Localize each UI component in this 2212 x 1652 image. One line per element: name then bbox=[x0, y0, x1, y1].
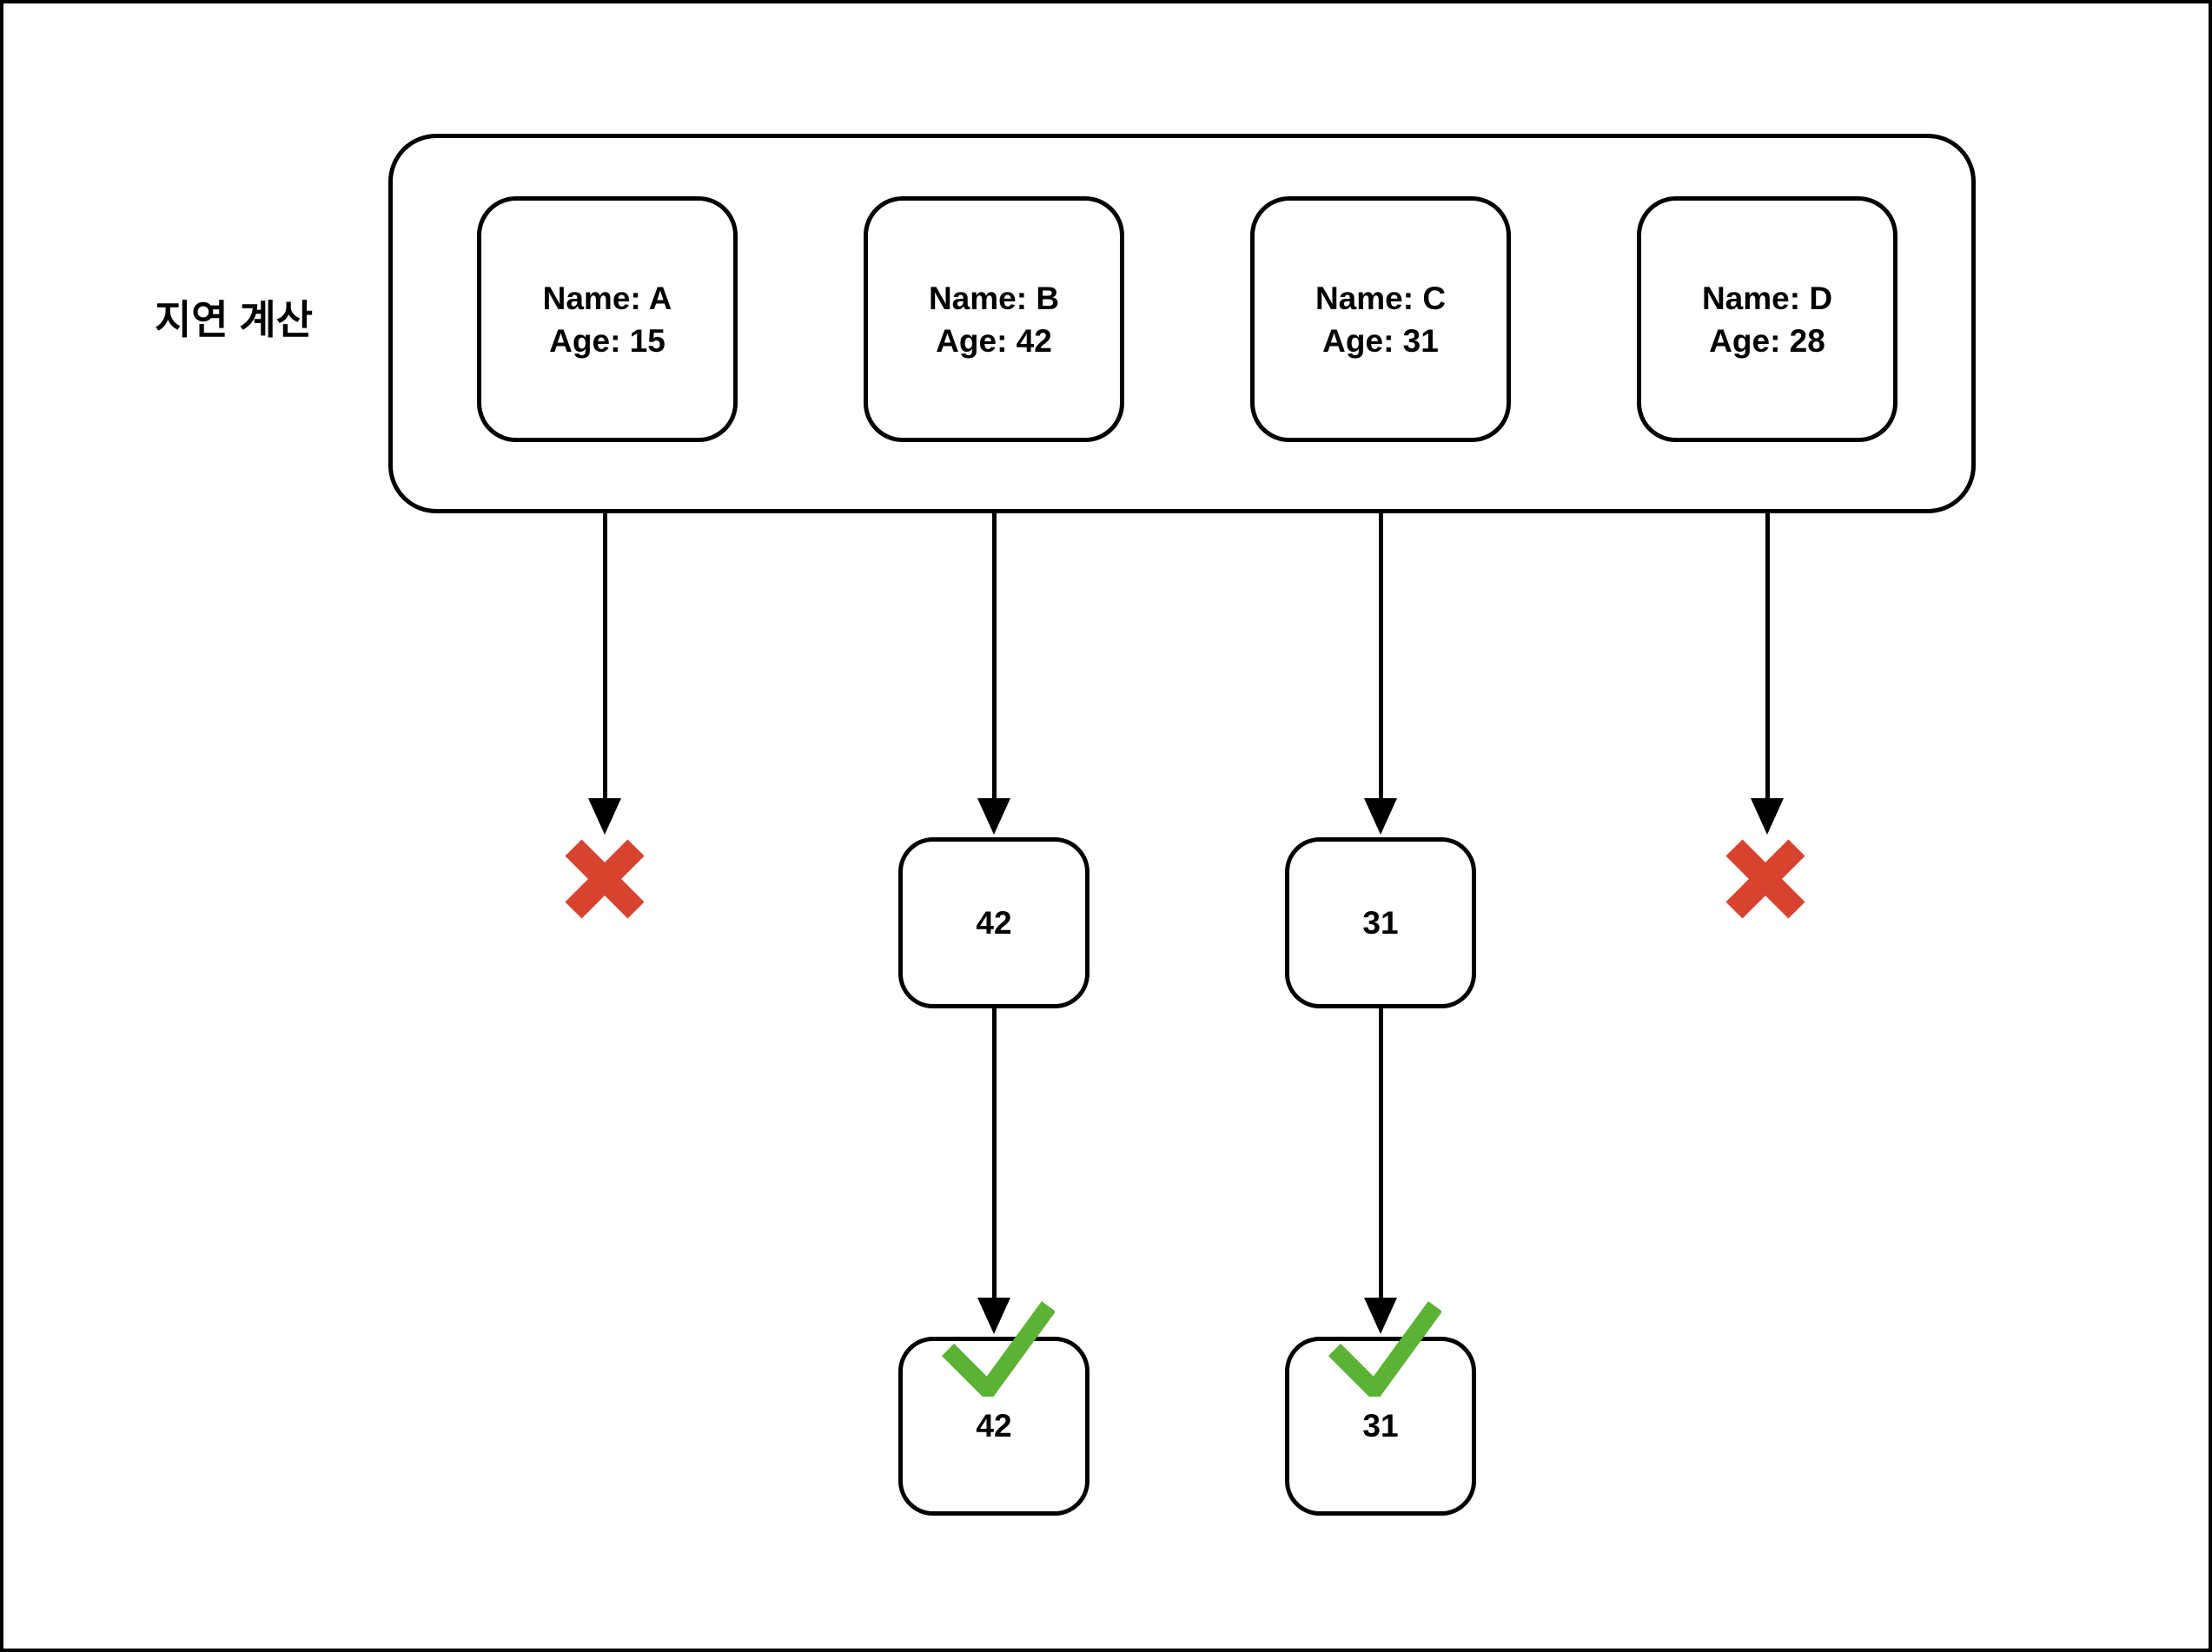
result-value-text: 42 bbox=[976, 1408, 1012, 1444]
arrow-shaft bbox=[1378, 1008, 1383, 1298]
filtered-value-box-c: 31 bbox=[1285, 837, 1476, 1008]
arrow-shaft bbox=[991, 1008, 997, 1298]
card-c-age-text: Age: 31 bbox=[1322, 322, 1439, 359]
card-d-name-text: Name: D bbox=[1701, 280, 1833, 316]
card-d-age-text: Age: 28 bbox=[1709, 322, 1825, 359]
source-card-d: Name: D Age: 28 bbox=[1637, 196, 1897, 442]
result-value-text: 31 bbox=[1362, 1408, 1399, 1444]
result-value-box-c: 31 bbox=[1285, 1337, 1476, 1516]
filtered-value-text: 42 bbox=[976, 904, 1012, 941]
card-c-name-text: Name: C bbox=[1315, 280, 1447, 316]
card-b-name-text: Name: B bbox=[928, 280, 1060, 316]
arrow-down-icon bbox=[968, 1008, 1020, 1334]
reject-x-icon bbox=[1725, 839, 1805, 919]
diagram-title: 지연 계산 bbox=[154, 297, 314, 342]
source-card-b: Name: B Age: 42 bbox=[864, 196, 1124, 442]
arrow-head bbox=[977, 1298, 1010, 1334]
filtered-value-text: 31 bbox=[1362, 904, 1399, 941]
arrow-shaft bbox=[1378, 513, 1383, 798]
reject-x-icon bbox=[565, 839, 645, 919]
filtered-value-box-b: 42 bbox=[898, 837, 1089, 1008]
arrow-shaft bbox=[991, 513, 997, 798]
source-card-a: Name: A Age: 15 bbox=[477, 196, 738, 442]
arrow-down-icon bbox=[968, 513, 1020, 835]
arrow-shaft bbox=[602, 513, 607, 798]
arrow-head bbox=[1364, 798, 1397, 835]
card-b-age-text: Age: 42 bbox=[936, 322, 1052, 359]
arrow-head bbox=[1751, 798, 1784, 835]
card-a-name-text: Name: A bbox=[542, 280, 672, 316]
arrow-shaft bbox=[1765, 513, 1770, 798]
arrow-head bbox=[977, 798, 1010, 835]
arrow-down-icon bbox=[1354, 1008, 1407, 1334]
result-value-box-b: 42 bbox=[898, 1337, 1089, 1516]
source-card-c: Name: C Age: 31 bbox=[1250, 196, 1511, 442]
check-icon bbox=[941, 1301, 1055, 1397]
arrow-down-icon bbox=[579, 513, 631, 835]
arrow-head bbox=[588, 798, 621, 835]
arrow-down-icon bbox=[1741, 513, 1793, 835]
arrow-head bbox=[1364, 1298, 1397, 1334]
arrow-down-icon bbox=[1354, 513, 1407, 835]
check-icon bbox=[1328, 1301, 1441, 1397]
card-a-age-text: Age: 15 bbox=[549, 322, 666, 359]
